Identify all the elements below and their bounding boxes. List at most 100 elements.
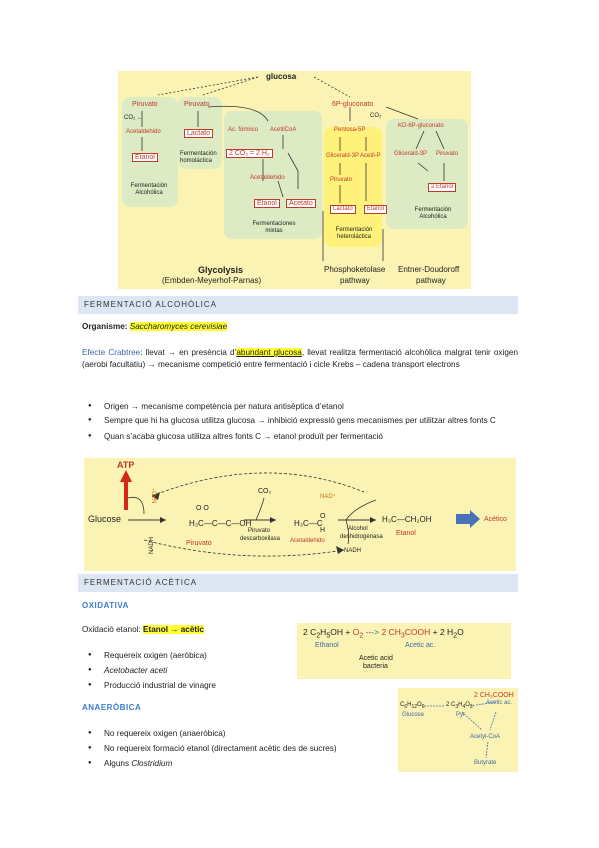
etanol-label: Etanol	[132, 153, 158, 162]
svg-text:H: H	[320, 527, 325, 534]
svg-text:H₃C—C: H₃C—C	[294, 519, 323, 528]
ethanol-formula: H₃C—CH₂OH	[382, 515, 432, 524]
ana-2ch3cooh: 2 CH₃COOH	[474, 692, 514, 699]
lactato-label: Lactato	[184, 129, 213, 138]
etanol-label: Etanol	[396, 530, 416, 537]
glycolysis-title: Glycolysis	[198, 265, 244, 275]
etanol3-label: Etanol	[364, 205, 388, 214]
acetil-label: Acetil-P	[360, 153, 381, 159]
ferm-alc2-label: Fermentación Alcohólica	[414, 207, 452, 220]
gliceral2-label: Glicerald-3P	[394, 151, 428, 157]
lactato2-label: Lactato	[330, 205, 356, 214]
glucosa-label: glucosa	[266, 72, 297, 81]
section-header-acetica: FERMENTACIÓ ACÈTICA	[78, 574, 518, 592]
gliceral-label: Glicerald-3P	[326, 153, 360, 159]
ferm-alc-label: Fermentación Alcohólica	[130, 183, 168, 196]
pentosa-label: Pentosa-5P	[334, 127, 366, 133]
glycolysis-subtitle: (Embden-Meyerhof-Parnas)	[162, 276, 262, 285]
nad-plus-right: NAD⁺	[320, 494, 336, 500]
ana-formula: C6H12O6	[400, 702, 425, 711]
co2-h2-label: 2 CO₂ = 2 H₂	[226, 149, 273, 158]
anaerobica-bullets: No requereix oxigen (anaeròbica) No requ…	[82, 726, 392, 771]
metabolic-pathways-diagram: glucosa Piruvato CO₂ ← Acetaldehido Etan…	[118, 71, 471, 289]
ferm-mixtas-label: Fermentaciones mixtas	[252, 221, 296, 234]
abundant-glucosa: abundant glucosa	[236, 348, 302, 357]
etanol4-label: 2 Etanol	[428, 183, 457, 192]
acetic-ac-label: Acetic ac.	[405, 642, 436, 649]
piruvato2-label: Piruvato	[184, 101, 210, 108]
organisme-label: Organisme:	[82, 322, 130, 331]
ana-acetylcoa: Acetyl-CoA	[470, 734, 501, 740]
crabtree-paragraph: Efecte Crabtree: llevat → en presència d…	[82, 348, 518, 369]
organisme-value: Saccharomyces cerevisiae	[129, 322, 228, 331]
list-item: No requereix oxigen (anaeròbica)	[82, 726, 392, 741]
alcoholic-fermentation-diagram: H₃C—C—C—OH O O H₃C—C O H ATP NAD⁺ NADH G…	[84, 458, 516, 571]
ana-butyrate: Butyrate	[474, 760, 497, 766]
ana-acetic: Acetic ac.	[486, 700, 513, 706]
acetato-label: Acetato	[286, 199, 316, 208]
alcohol-1: Alcohol	[348, 526, 368, 532]
glucose-label: Glucose	[88, 514, 122, 524]
ac-formico-label: Ac. fórmico	[228, 127, 259, 133]
co2b-label: CO₂	[370, 113, 382, 119]
svg-text:O O: O O	[196, 505, 209, 512]
heterolactic-box	[324, 127, 382, 247]
co2-label: CO₂	[258, 488, 272, 495]
crabtree-label: Efecte Crabtree	[82, 348, 141, 357]
bact-2: bacteria	[363, 663, 388, 670]
acetaldehido-label: Acetaldehido	[290, 538, 325, 544]
piruvato4-label: Piruvato	[436, 151, 459, 157]
diagram2-arrows: H₃C—C—C—OH O O H₃C—C O H	[120, 470, 480, 557]
list-item: Quan s’acaba glucosa utilitza altres fon…	[82, 429, 518, 444]
alcoholic-fermentation-box	[122, 97, 178, 207]
entner-title: Entner-Doudoroff	[398, 265, 460, 274]
acetaldehido2-label: Acetaldehido	[250, 175, 285, 181]
mixed-fermentation-box	[224, 111, 322, 239]
nadh-right: NADH	[344, 548, 362, 554]
acetilcoa-label: AcetilCoA	[270, 127, 297, 133]
entner-pathway: pathway	[416, 276, 446, 285]
anaerobic-diagram: C6H12O6 2 C3H4O3 Glucose Pyr 2 CH₃COOH A…	[398, 688, 518, 772]
acetico-label: Acético	[484, 516, 507, 523]
svg-text:O: O	[320, 513, 326, 520]
section-title: FERMENTACIÓ ALCOHÒLICA	[84, 300, 217, 309]
phospho-pathway: pathway	[340, 276, 370, 285]
list-item: Sempre que hi ha glucosa utilitza glucos…	[82, 414, 518, 427]
ferm-hetero-label: Fermentación heteroláctica	[335, 227, 373, 240]
section1-bullets: Origen → mecanisme competència per natur…	[82, 399, 518, 444]
entner-box	[386, 119, 468, 229]
piruvato3-label: Piruvato	[330, 177, 353, 183]
decarbox-1: Piruvato	[248, 528, 271, 534]
piruvato-label: Piruvato	[132, 101, 158, 108]
ethanol-label: Ethanol	[315, 642, 339, 649]
list-item: Acetobacter aceti	[82, 663, 282, 678]
list-item: Alguns Clostridium	[82, 756, 392, 771]
decarbox-2: descarboxilasa	[240, 536, 281, 542]
oxidacio-label: Oxidació etanol:	[82, 625, 143, 634]
kd-label: KD-6P-gluconato	[398, 123, 444, 129]
co2-label: CO₂ ←	[124, 115, 143, 121]
oxidativa-heading: OXIDATIVA	[82, 601, 129, 610]
organisme-line: Organisme: Saccharomyces cerevisiae	[82, 321, 518, 333]
oxidativa-bullets: Requereix oxigen (aeròbica) Acetobacter …	[82, 648, 282, 693]
list-item: Origen → mecanisme competència per natur…	[82, 399, 518, 414]
list-item: Requereix oxigen (aeròbica)	[82, 648, 282, 663]
phospho-title: Phosphoketolase	[324, 265, 386, 274]
ferm-homo-label: Fermentación homoláctica	[180, 151, 217, 164]
oxidacio-line: Oxidació etanol: Etanol → acètic	[82, 624, 204, 636]
diagram1-arrows	[141, 76, 445, 261]
anaerobic-arrows	[424, 701, 497, 759]
alcohol-2: deshidrogenasa	[340, 534, 383, 540]
acetic-equation: 2 C2H5OH + O2 ---> 2 CH3COOH + 2 H2O	[303, 627, 464, 640]
etanol2-label: Etanol	[254, 199, 280, 208]
acetaldehido-label: Acetaldehido	[126, 129, 161, 135]
piruvato-label: Piruvato	[186, 540, 212, 547]
nad-plus-left: NAD⁺	[152, 487, 159, 504]
section-title: FERMENTACIÓ ACÈTICA	[84, 578, 198, 587]
acetic-equation-box: 2 C2H5OH + O2 ---> 2 CH3COOH + 2 H2O Eth…	[297, 623, 511, 679]
list-item: No requereix formació etanol (directamen…	[82, 741, 392, 756]
oxidacio-value: Etanol → acètic	[143, 625, 204, 634]
list-item: Producció industrial de vinagre	[82, 678, 282, 693]
atp-label: ATP	[117, 460, 135, 470]
ana-glucose: Glucose	[402, 712, 425, 718]
